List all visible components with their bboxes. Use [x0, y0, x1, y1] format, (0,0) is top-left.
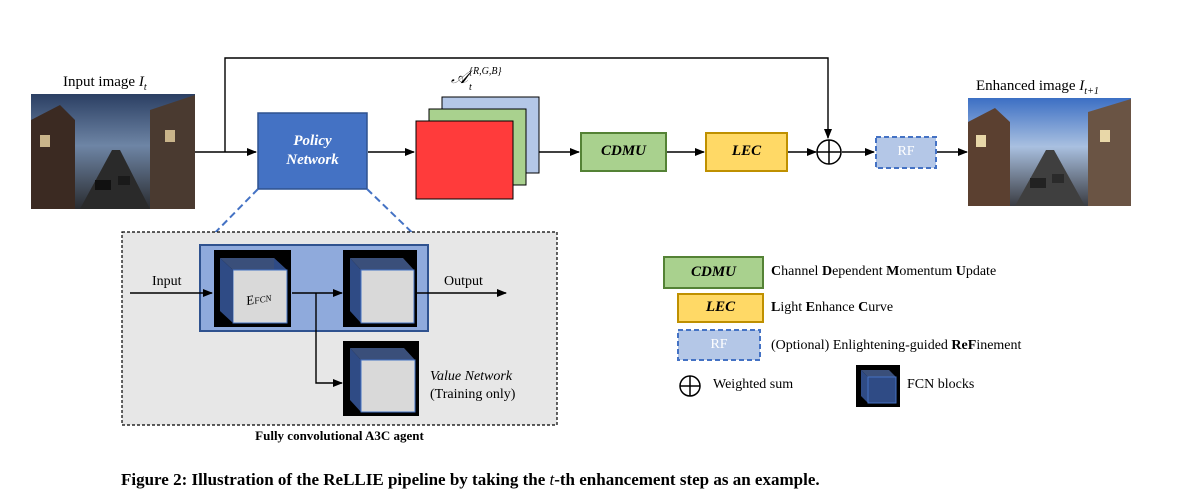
figure-caption: Figure 2: Illustration of the ReLLIE pip… [121, 470, 820, 490]
cdmu-label: CDMU [600, 143, 646, 159]
value-network-note: (Training only) [430, 387, 516, 402]
caption-t: t [549, 470, 555, 489]
legend-cdmu-description-part: D [821, 264, 833, 279]
legend-cdmu-tag: CDMU [690, 264, 736, 280]
legend-lec-description-part: nhance [814, 300, 859, 315]
legend-rf-swatch [677, 329, 761, 361]
lec-label: LEC [731, 143, 762, 159]
agent-title: Fully convolutional A3C agent [255, 428, 424, 443]
efcn-subscript: FCN [253, 292, 273, 306]
legend-weighted-sum-icon [679, 375, 701, 397]
legend-rf-description-part: inement [976, 338, 1022, 353]
enhanced-image [968, 98, 1131, 206]
legend-lec-description: Light Enhance Curve [771, 300, 893, 316]
legend-cdmu-description-part: pdate [965, 264, 997, 279]
input-image [31, 94, 195, 209]
legend-lec-description-part: C [858, 300, 869, 315]
legend-lec-description-part: ight [780, 300, 806, 315]
legend-lec-description-part: E [805, 300, 815, 315]
legend-cdmu-description: Channel Dependent Momentum Update [771, 264, 996, 280]
legend-lec-description-part: L [771, 300, 781, 315]
policy-network-line2: Network [286, 152, 339, 168]
legend-lec-tag: LEC [705, 299, 736, 315]
action-map-r [415, 120, 514, 200]
legend-cdmu-description-part: U [955, 264, 966, 279]
input-image-label-text: Input image [63, 74, 136, 90]
legend-rf-description-part: Re [951, 338, 968, 353]
legend-rf-description: (Optional) Enlightening-guided ReFinemen… [771, 338, 1021, 354]
value-network-label: Value Network [430, 369, 513, 384]
lec-block [705, 132, 788, 172]
enhanced-image-subscript: t+1 [1084, 86, 1099, 97]
legend-fcn-blocks-label: FCN blocks [907, 377, 975, 392]
legend-cdmu-description-part: M [886, 264, 900, 279]
legend-weighted-sum-label: Weighted sum [713, 377, 794, 392]
policy-network-box [257, 112, 368, 190]
agent-output-label: Output [444, 274, 483, 289]
legend-cdmu-description-part: hannel [781, 264, 822, 279]
legend-rf-description-part: (Optional) Enlightening-guided [771, 338, 952, 353]
rf-label: RF [897, 144, 915, 159]
legend-rf-description-part: F [967, 338, 977, 353]
action-map-symbol: 𝒜 [451, 67, 469, 87]
legend-rf-tag: RF [710, 337, 728, 352]
rf-block [875, 136, 937, 169]
legend-cdmu-description-part: omentum [899, 264, 956, 279]
action-map-subscript: t [469, 82, 472, 93]
legend-cdmu-swatch [663, 256, 764, 289]
efcn-cube-icon [214, 250, 291, 327]
legend-lec-swatch [677, 293, 764, 323]
skip-connection-arrow [224, 57, 832, 152]
legend-cdmu-description-part: ependent [832, 264, 887, 279]
input-image-subscript: t [143, 82, 147, 93]
legend-cdmu-description-part: C [771, 264, 782, 279]
enhanced-image-symbol: I [1079, 78, 1085, 94]
legend-fcn-cube-icon [856, 365, 900, 407]
weighted-sum-icon [816, 139, 842, 165]
enhanced-image-label: Enhanced image It+1 [976, 78, 1099, 97]
policy-network-label: Policy Network [258, 132, 367, 170]
value-head-cube-icon [343, 341, 419, 416]
agent-input-label: Input [152, 274, 182, 289]
input-image-label: Input image It [63, 74, 147, 93]
legend-lec-description-part: urve [868, 300, 894, 315]
caption-suffix: -th enhancement step as an example. [554, 470, 820, 489]
cdmu-block [580, 132, 667, 172]
action-map-label: 𝒜{R,G,B} t [451, 67, 501, 93]
arrow-to-value-head [315, 293, 343, 387]
input-image-symbol: I [138, 74, 144, 90]
policy-network-line1: Policy [293, 133, 332, 149]
policy-head-cube-icon [343, 250, 417, 327]
caption-prefix: Figure 2: Illustration of the ReLLIE pip… [121, 470, 550, 489]
action-map-superscript: {R,G,B} [469, 66, 502, 77]
enhanced-image-label-text: Enhanced image [976, 78, 1076, 94]
